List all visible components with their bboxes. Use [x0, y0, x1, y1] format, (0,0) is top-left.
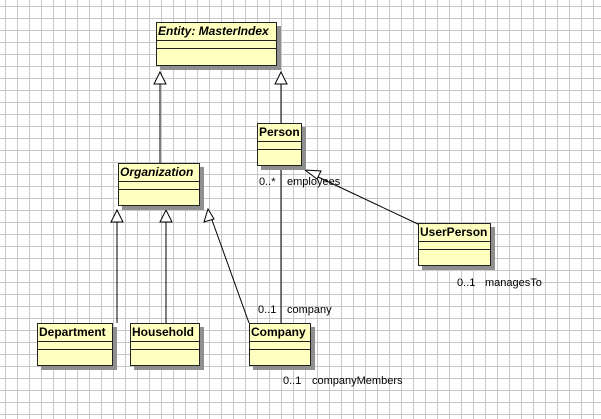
class-department[interactable]: Department [37, 323, 113, 366]
operations-compartment [119, 189, 199, 197]
company-multiplicity: 0..1 [258, 304, 277, 316]
operations-compartment [258, 149, 301, 157]
operations-compartment [419, 249, 490, 257]
operations-compartment [131, 349, 199, 357]
attributes-compartment [419, 241, 490, 249]
manages-to-multiplicity: 0..1 [457, 277, 476, 289]
employees-multiplicity: 0..* [259, 176, 276, 188]
class-name: UserPerson [420, 225, 488, 239]
class-name: Department [39, 325, 106, 339]
operations-compartment [250, 349, 310, 357]
company-role: company [287, 304, 332, 316]
attributes-compartment [157, 40, 276, 48]
company-members-multiplicity: 0..1 [283, 375, 302, 387]
generalization-company-line [211, 219, 250, 324]
operations-compartment [157, 48, 276, 56]
generalization-userperson-line [315, 175, 421, 226]
employees-role: employees [287, 176, 341, 188]
class-master-index[interactable]: Entity: MasterIndex [156, 22, 277, 66]
class-name: Household [132, 325, 194, 339]
class-name: Organization [120, 165, 194, 179]
class-person[interactable]: Person [257, 123, 302, 166]
class-user-person[interactable]: UserPerson [418, 223, 491, 266]
class-name: Company [251, 325, 306, 339]
class-company[interactable]: Company [249, 323, 311, 366]
attributes-compartment [38, 341, 112, 349]
class-organization[interactable]: Organization [118, 163, 200, 206]
class-name: Person [259, 125, 300, 139]
generalization-organization-arrow [153, 70, 167, 85]
attributes-compartment [119, 181, 199, 189]
manages-to-role: managesTo [485, 277, 542, 289]
generalization-company-arrow [203, 207, 215, 223]
attributes-compartment [131, 341, 199, 349]
operations-compartment [38, 349, 112, 357]
company-members-role: companyMembers [312, 375, 403, 387]
class-name: Entity: MasterIndex [158, 24, 269, 38]
generalization-household-arrow [159, 208, 173, 223]
generalization-person-arrow [274, 70, 288, 85]
attributes-compartment [258, 141, 301, 149]
class-household[interactable]: Household [130, 323, 200, 366]
generalization-department-arrow [110, 208, 124, 223]
generalization-userperson-arrow [303, 169, 322, 180]
attributes-compartment [250, 341, 310, 349]
